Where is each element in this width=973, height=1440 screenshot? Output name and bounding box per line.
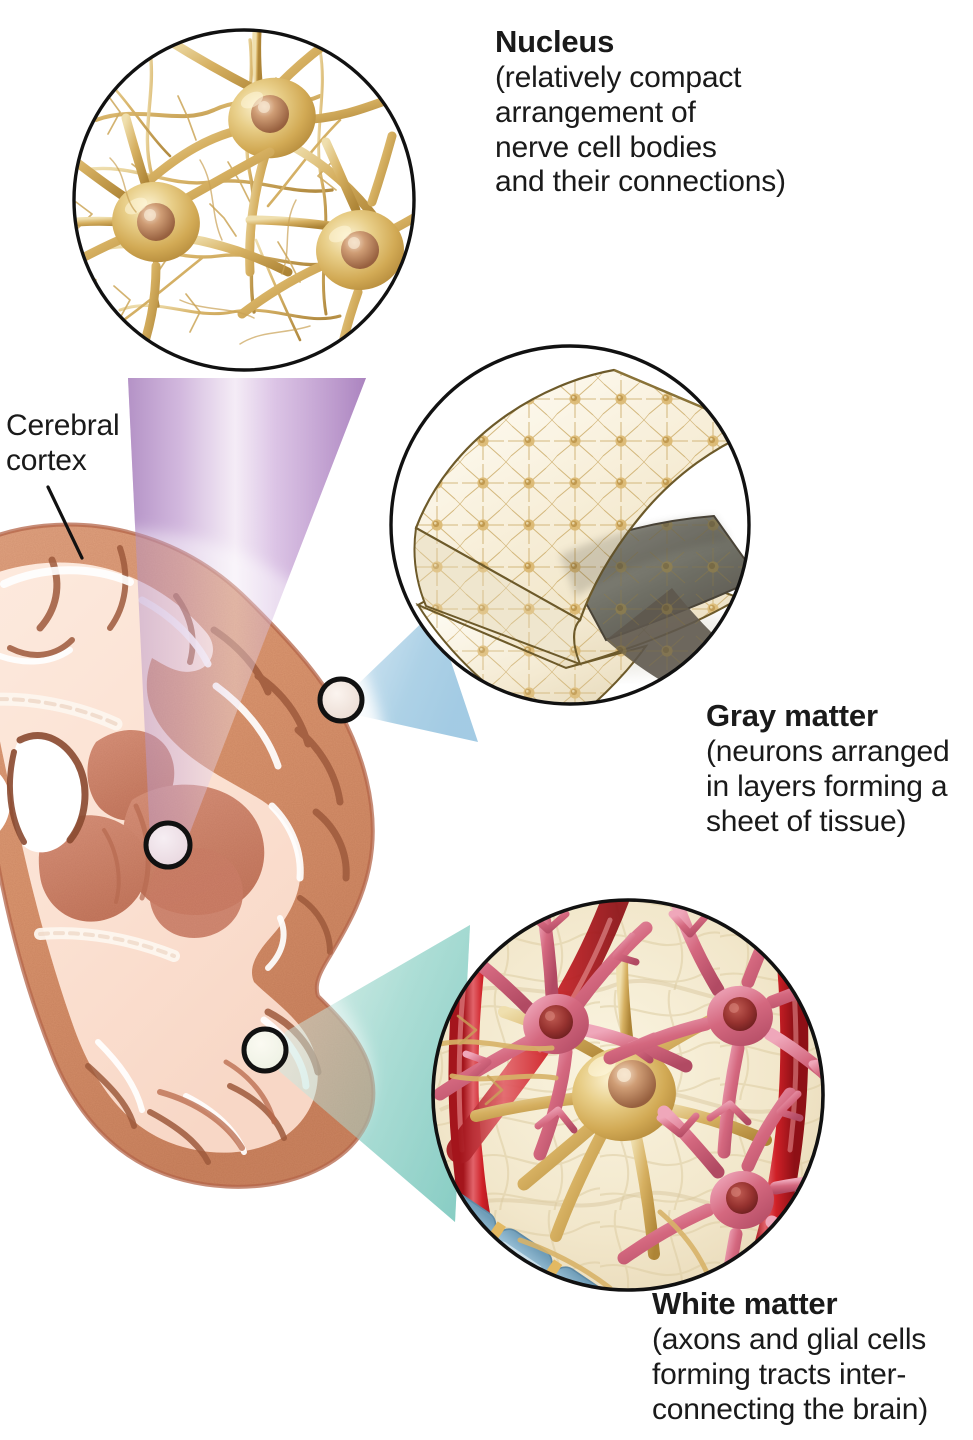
cerebral-cortex-line-1: Cerebral: [6, 409, 120, 442]
nucleus-description: (relatively compact arrangement of nerve…: [495, 61, 786, 200]
gray-matter-line-1: (neurons arranged: [706, 734, 950, 768]
white-matter-label: White matter (axons and glial cells form…: [652, 1286, 928, 1427]
cerebral-cortex-line-2: cortex: [6, 443, 87, 477]
gray-matter-title: Gray matter: [706, 698, 878, 733]
gray-matter-label: Gray matter (neurons arranged in layers …: [706, 698, 950, 839]
white-matter-line-1: (axons and glial cells: [652, 1322, 927, 1356]
nucleus-title: Nucleus: [495, 24, 615, 59]
white-matter-magnification-circle: [431, 898, 825, 1292]
neuron-sheet: [413, 368, 749, 666]
white-matter-line-3: connecting the brain): [652, 1392, 928, 1426]
nucleus-magnification-circle: [72, 28, 416, 372]
nucleus-line-2: arrangement of: [495, 95, 696, 129]
cone-gray-matter: [352, 611, 478, 742]
cone-overlays-on-brain: [128, 378, 470, 1222]
nucleus-label: Nucleus (relatively compact arrangement …: [495, 24, 786, 200]
marker-gray-matter: [317, 676, 365, 724]
gray-matter-line-3: sheet of tissue): [706, 804, 907, 838]
neuron-soma: [145, 30, 403, 277]
cerebral-cortex-label: Cerebral cortex: [6, 409, 120, 479]
marker-nucleus: [143, 820, 193, 870]
white-matter-line-2: forming tracts inter-: [652, 1357, 907, 1391]
temporal-gyri: [157, 1059, 277, 1151]
nucleus-line-1: (relatively compact: [495, 60, 742, 94]
gray-matter-description: (neurons arranged in layers forming a sh…: [706, 734, 950, 839]
white-matter-title: White matter: [652, 1286, 838, 1321]
nucleus-line-4: and their connections): [495, 165, 786, 199]
cerebral-cortex-leader: [46, 485, 84, 560]
fiber-streaks: [0, 692, 180, 962]
ventricle-outline: [6, 732, 89, 845]
white-matter-description: (axons and glial cells forming tracts in…: [652, 1323, 928, 1427]
gray-matter-line-2: in layers forming a: [706, 769, 948, 803]
neuron-soma: [237, 131, 414, 370]
nucleus-line-3: nerve cell bodies: [495, 130, 717, 164]
tissue-markers: [143, 676, 365, 1074]
marker-white-matter: [241, 1026, 289, 1074]
